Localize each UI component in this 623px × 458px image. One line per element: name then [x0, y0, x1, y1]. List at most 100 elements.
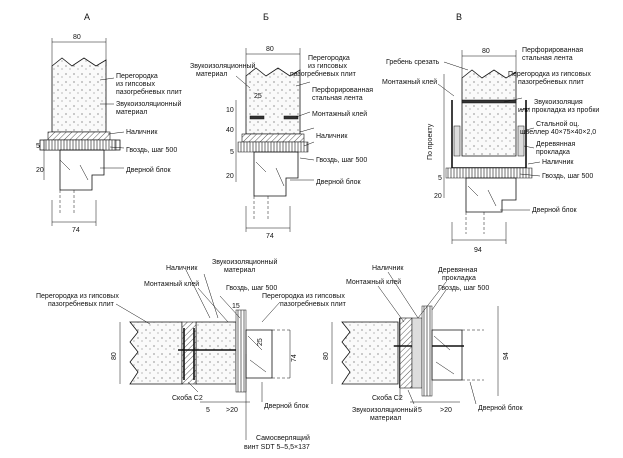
label-b-door: Дверной блок: [316, 178, 362, 186]
dim-b-10: 10: [226, 107, 234, 114]
label-d-sound-1: Звукоизоляционный: [352, 406, 418, 414]
label-v-tape-2: стальная лента: [522, 55, 573, 62]
gypsum-partition-left: [129, 321, 183, 385]
label-v-project: По проекту: [427, 123, 434, 160]
detail-v: 80 5 20 По проекту 94 Гребень срезать Пе…: [382, 47, 599, 254]
detail-b: 80 25 10 40 5 20 74 Звукоизоляционный ма…: [190, 46, 373, 240]
label-b-glue: Монтажный клей: [312, 110, 367, 118]
label-v-wood-2: прокладка: [536, 149, 570, 156]
dim-a-20: 20: [36, 167, 44, 174]
label-b-partition-2: из гипсовых: [308, 63, 348, 70]
label-g-glue: Монтажный клей: [144, 280, 199, 288]
dim-v-20: 20: [434, 193, 442, 200]
sound-insulation: [181, 321, 197, 385]
section-title-b: Б: [263, 12, 269, 22]
label-d-nail: Гвоздь, шаг 500: [438, 285, 489, 292]
dim-b-40: 40: [226, 127, 234, 134]
door-frame: [253, 151, 299, 197]
label-b-casing: Наличник: [316, 133, 348, 140]
label-g-partition-left-2: пазогребневых плит: [48, 300, 115, 308]
label-v-wood-1: Деревянная: [536, 141, 575, 148]
label-g-nail: Гвоздь, шаг 500: [226, 285, 277, 292]
casing: [237, 141, 309, 153]
label-g-partition-right-1: Перегородка из гипсовых: [262, 293, 345, 300]
label-a-sound-1: Звукоизоляционный: [116, 100, 182, 108]
door-frame: [59, 149, 105, 191]
label-g-door: Дверной блок: [264, 402, 310, 410]
label-v-sound-2: или прокладка из пробки: [518, 106, 599, 114]
gypsum-partition: [461, 69, 517, 157]
dim-v-94: 94: [474, 247, 482, 254]
label-b-partition-3: пазогребневых плит: [290, 70, 357, 78]
label-a-sound-2: материал: [116, 109, 147, 116]
door-frame: [431, 329, 463, 381]
label-g-partition-left-1: Перегородка из гипсовых: [36, 293, 119, 300]
label-d-door: Дверной блок: [478, 404, 524, 412]
label-v-ridge: Гребень срезать: [386, 58, 440, 66]
gypsum-partition-right: [195, 321, 237, 385]
dim-g-80: 80: [111, 352, 118, 360]
label-a-partition-2: из гипсовых: [116, 81, 156, 88]
dim-d-80: 80: [323, 352, 330, 360]
dim-g-74: 74: [291, 354, 298, 362]
steel-tape: [461, 99, 517, 104]
detail-g: 80 74 25 15 5 >20 Наличник Звукоизоляцио…: [36, 258, 347, 451]
label-v-tape-1: Перфорированная: [522, 47, 583, 54]
dim-d-94: 94: [503, 352, 510, 360]
detail-d: 80 94 5 >20 Наличник Монтажный клей Дере…: [323, 265, 524, 422]
label-v-door: Дверной блок: [532, 206, 578, 214]
label-v-partition-2: пазогребневых плит: [518, 78, 585, 86]
dim-b-25: 25: [254, 93, 262, 100]
label-d-glue: Монтажный клей: [346, 278, 401, 286]
label-v-glue: Монтажный клей: [382, 78, 437, 86]
label-d-sound-2: материал: [370, 415, 401, 422]
label-b-sound-1: Звукоизоляционный: [190, 62, 256, 70]
sound-insulation: [47, 131, 111, 141]
dim-g-20: >20: [226, 407, 238, 414]
door-frame: [465, 177, 517, 213]
label-v-nail: Гвоздь, шаг 500: [542, 173, 593, 180]
dim-b-80: 80: [266, 46, 274, 53]
dim-g-15: 15: [232, 303, 240, 310]
steel-tape: [249, 115, 265, 120]
label-b-tape-1: Перфорированная: [312, 87, 373, 94]
dim-a-80: 80: [73, 34, 81, 41]
gypsum-partition: [51, 57, 107, 133]
dim-g-25: 25: [257, 338, 264, 346]
casing: [445, 167, 533, 179]
section-title-a: А: [84, 12, 90, 22]
sound-insulation: [241, 133, 305, 143]
bracket-c2: [183, 328, 195, 380]
label-a-door: Дверной блок: [126, 166, 172, 174]
label-v-channel-1: Стальной оц.: [536, 120, 579, 128]
label-d-casing: Наличник: [372, 265, 404, 272]
label-v-casing: Наличник: [542, 159, 574, 166]
dim-b-74: 74: [266, 233, 274, 240]
dim-a-5: 5: [36, 143, 40, 150]
label-g-sound-1: Звукоизоляционный: [212, 258, 278, 266]
dim-d-5: 5: [418, 407, 422, 414]
label-d-wood-1: Деревянная: [438, 267, 477, 274]
casing: [421, 305, 433, 397]
label-b-nail: Гвоздь, шаг 500: [316, 157, 367, 164]
label-d-wood-2: прокладка: [442, 275, 476, 282]
label-a-casing: Наличник: [126, 129, 158, 136]
casing: [235, 309, 247, 393]
dim-g-5: 5: [206, 407, 210, 414]
label-v-sound-1: Звукоизоляция: [534, 99, 583, 106]
label-v-channel-2: швеллер 40×75×40×2,0: [520, 129, 596, 136]
dim-b-20: 20: [226, 173, 234, 180]
label-b-tape-2: стальная лента: [312, 95, 363, 102]
label-b-sound-2: материал: [196, 71, 227, 78]
label-a-nail: Гвоздь, шаг 500: [126, 147, 177, 154]
door-frame: [245, 329, 273, 379]
dim-a-74: 74: [72, 227, 80, 234]
dim-d-20: >20: [440, 407, 452, 414]
label-g-sound-2: материал: [224, 267, 255, 274]
sound-insulation: [399, 317, 413, 389]
gypsum-partition: [341, 321, 399, 385]
dim-b-5: 5: [230, 149, 234, 156]
label-g-partition-right-2: пазогребневых плит: [280, 300, 347, 308]
section-title-v: В: [456, 12, 462, 22]
